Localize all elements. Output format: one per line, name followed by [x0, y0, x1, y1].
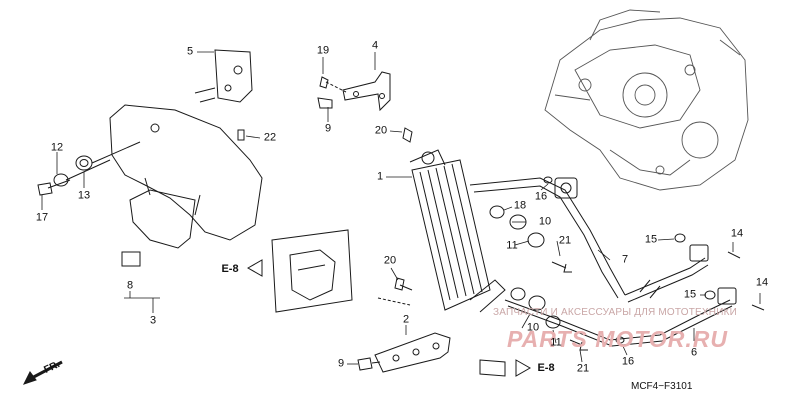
callout-21-lower: 21	[576, 362, 590, 375]
callout-20-upper: 20	[374, 124, 388, 137]
watermark-logo: PARTS MOTOR.RU	[507, 326, 729, 352]
callout-10-lower: 10	[526, 321, 540, 334]
callout-10-upper: 10	[538, 215, 552, 228]
callout-13: 13	[77, 189, 91, 202]
callout-1: 1	[376, 170, 384, 183]
callout-14-upper: 14	[730, 227, 744, 240]
callout-20-lower: 20	[383, 254, 397, 267]
bolt-20-lower-shaft	[399, 284, 413, 291]
radiator-shroud	[109, 104, 263, 249]
callout-17: 17	[35, 211, 49, 224]
watermark-tagline: ЗАПЧАСТИ И АКСЕССУАРЫ ДЛЯ МОТОТЕХНИКИ	[493, 307, 738, 318]
callout-7: 7	[621, 253, 629, 266]
callout-6: 6	[690, 346, 698, 359]
callout-19: 19	[316, 44, 330, 57]
callout-12: 12	[50, 141, 64, 154]
callout-8: 8	[126, 279, 134, 292]
engine-drawing	[544, 9, 749, 191]
bracket-4	[317, 71, 391, 112]
leader-lines	[41, 51, 761, 365]
bracket-lower	[357, 297, 451, 373]
ref-arrow-left	[246, 259, 263, 277]
front-arrow-head	[23, 371, 37, 385]
callout-16-upper: 16	[534, 190, 548, 203]
ref-arrow-right	[515, 359, 532, 377]
callout-3: 3	[149, 314, 157, 327]
cross-ref-e8-left: E-8	[221, 263, 239, 275]
callout-4: 4	[371, 39, 379, 52]
callout-14-lower: 14	[755, 276, 769, 289]
bracket-upper	[194, 49, 253, 103]
callout-18: 18	[513, 199, 527, 212]
callout-11-lower: 11	[550, 336, 562, 349]
small-parts-left	[37, 129, 245, 267]
bolt-20-lower	[394, 277, 405, 291]
callout-15-upper: 15	[644, 233, 658, 246]
oil-cooler	[402, 127, 506, 313]
callout-9-upper: 9	[324, 122, 332, 135]
callout-16-lower: 16	[621, 355, 635, 368]
callout-11-upper: 11	[506, 239, 518, 252]
cross-ref-e8-right: E-8	[537, 362, 555, 374]
inset-view	[271, 229, 353, 313]
callout-9-lower: 9	[337, 357, 345, 370]
callout-2: 2	[402, 313, 410, 326]
callout-22: 22	[263, 131, 277, 144]
callout-5: 5	[186, 45, 194, 58]
callout-21-upper: 21	[558, 234, 572, 247]
diagram-code: MCF4−F3101	[631, 381, 693, 392]
callout-15-lower: 15	[683, 288, 697, 301]
seals-washers	[489, 176, 765, 351]
inset-bracket	[479, 359, 506, 377]
oil-hoses	[469, 177, 737, 347]
